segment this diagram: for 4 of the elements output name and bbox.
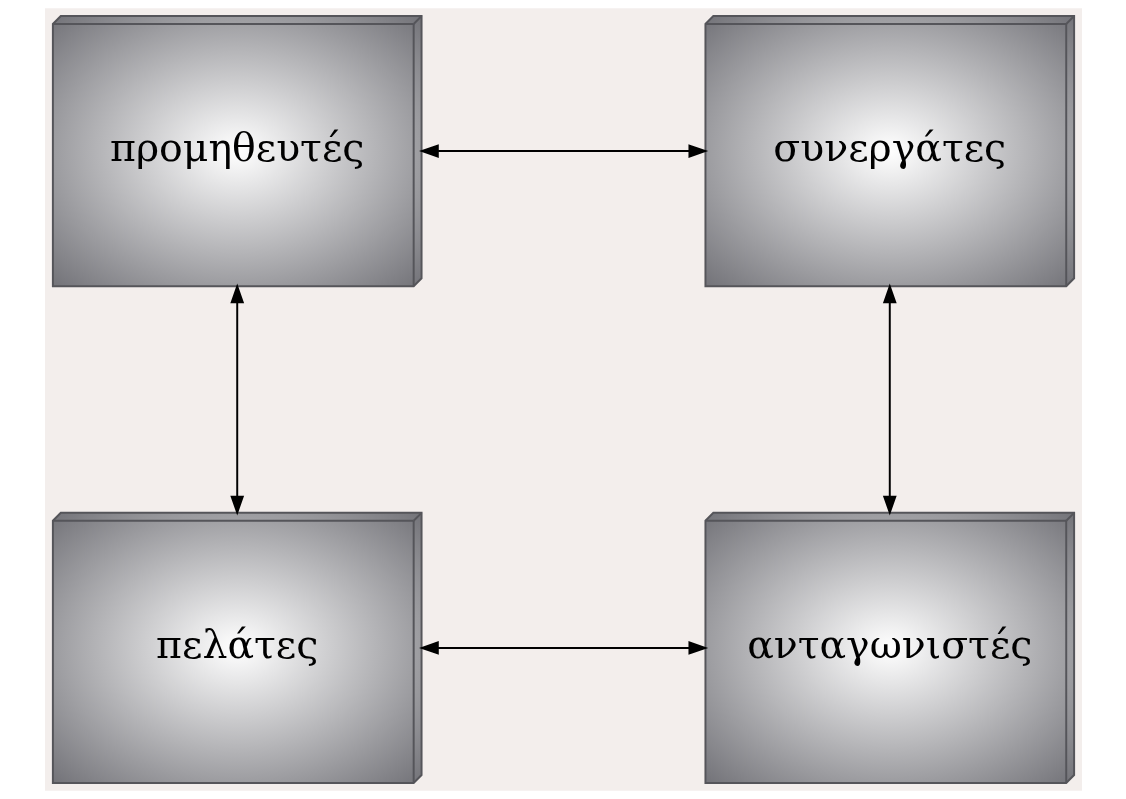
arrow [229, 283, 244, 516]
arrow [882, 283, 897, 516]
arrow [418, 641, 708, 655]
arrow [418, 144, 708, 158]
